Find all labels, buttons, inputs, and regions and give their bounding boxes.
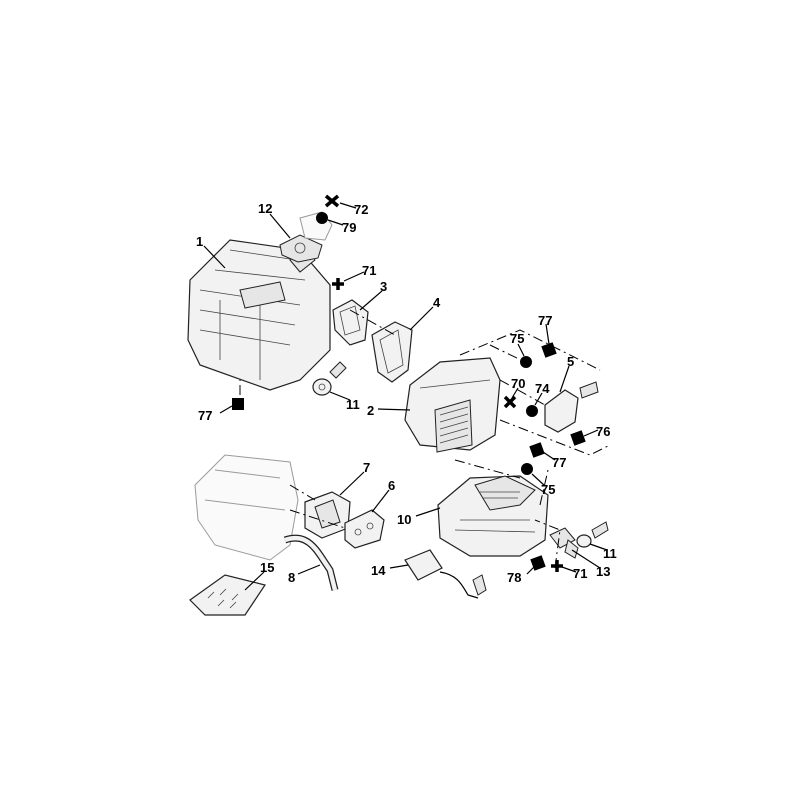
square-marker [541, 342, 557, 358]
callout-12: 12 [258, 201, 272, 216]
alignment-lines [239, 309, 611, 569]
callout-14: 14 [371, 563, 386, 578]
part-10-blower-motor [437, 475, 549, 557]
callout-6: 6 [388, 478, 395, 493]
callout-8: 8 [288, 570, 295, 585]
callout-75: 75 [510, 331, 524, 346]
callout-77: 77 [552, 455, 566, 470]
cross-marker [332, 278, 344, 290]
callout-71: 71 [573, 566, 587, 581]
callout-11: 11 [346, 397, 360, 412]
callout-71: 71 [362, 263, 376, 278]
square-marker [570, 430, 586, 446]
callout-72: 72 [354, 202, 368, 217]
part-7-seal [304, 491, 351, 539]
part-3-duct-seal [332, 299, 369, 346]
cross-marker [324, 194, 340, 208]
callout-75: 75 [541, 482, 555, 497]
leader-lines [203, 202, 608, 591]
part-8-drain-hose [283, 534, 339, 591]
callout-79: 79 [342, 220, 356, 235]
dot-marker [521, 463, 533, 475]
part-14-control-module [404, 549, 487, 599]
callout-7: 7 [363, 460, 370, 475]
part-6-grommet [344, 509, 385, 549]
callout-74: 74 [535, 381, 550, 396]
part-11-grommet-right [576, 521, 609, 548]
callout-5: 5 [567, 354, 574, 369]
callout-77: 77 [538, 313, 552, 328]
part-2-blower-housing [404, 357, 501, 453]
part-1-heater-housing [187, 239, 331, 391]
part-4-seal [371, 321, 413, 383]
cross-marker [551, 560, 563, 572]
callout-11: 11 [603, 546, 617, 561]
part-11-grommet [312, 361, 347, 396]
dot-marker [316, 212, 328, 224]
callout-1: 1 [196, 234, 203, 249]
callout-labels: 72 12 79 1 71 3 4 77 75 5 70 74 2 11 77 … [196, 201, 617, 585]
callout-77: 77 [198, 408, 212, 423]
part-13-clip [549, 527, 579, 559]
callout-78: 78 [507, 570, 521, 585]
square-marker [529, 442, 545, 458]
part-5-resistor [544, 381, 599, 433]
callout-10: 10 [397, 512, 411, 527]
callout-70: 70 [511, 376, 525, 391]
symbols [232, 194, 586, 572]
callout-3: 3 [380, 279, 387, 294]
part-15-clip-set [189, 574, 266, 616]
part-12-gasket [279, 234, 323, 263]
callout-76: 76 [596, 424, 610, 439]
square-marker [232, 398, 244, 410]
cross-marker [503, 395, 517, 409]
callout-2: 2 [367, 403, 374, 418]
dot-marker [526, 405, 538, 417]
ghost-housing [194, 454, 299, 561]
square-marker [530, 555, 546, 571]
callout-15: 15 [260, 560, 274, 575]
callout-4: 4 [433, 295, 441, 310]
callout-13: 13 [596, 564, 610, 579]
dot-marker [520, 356, 532, 368]
